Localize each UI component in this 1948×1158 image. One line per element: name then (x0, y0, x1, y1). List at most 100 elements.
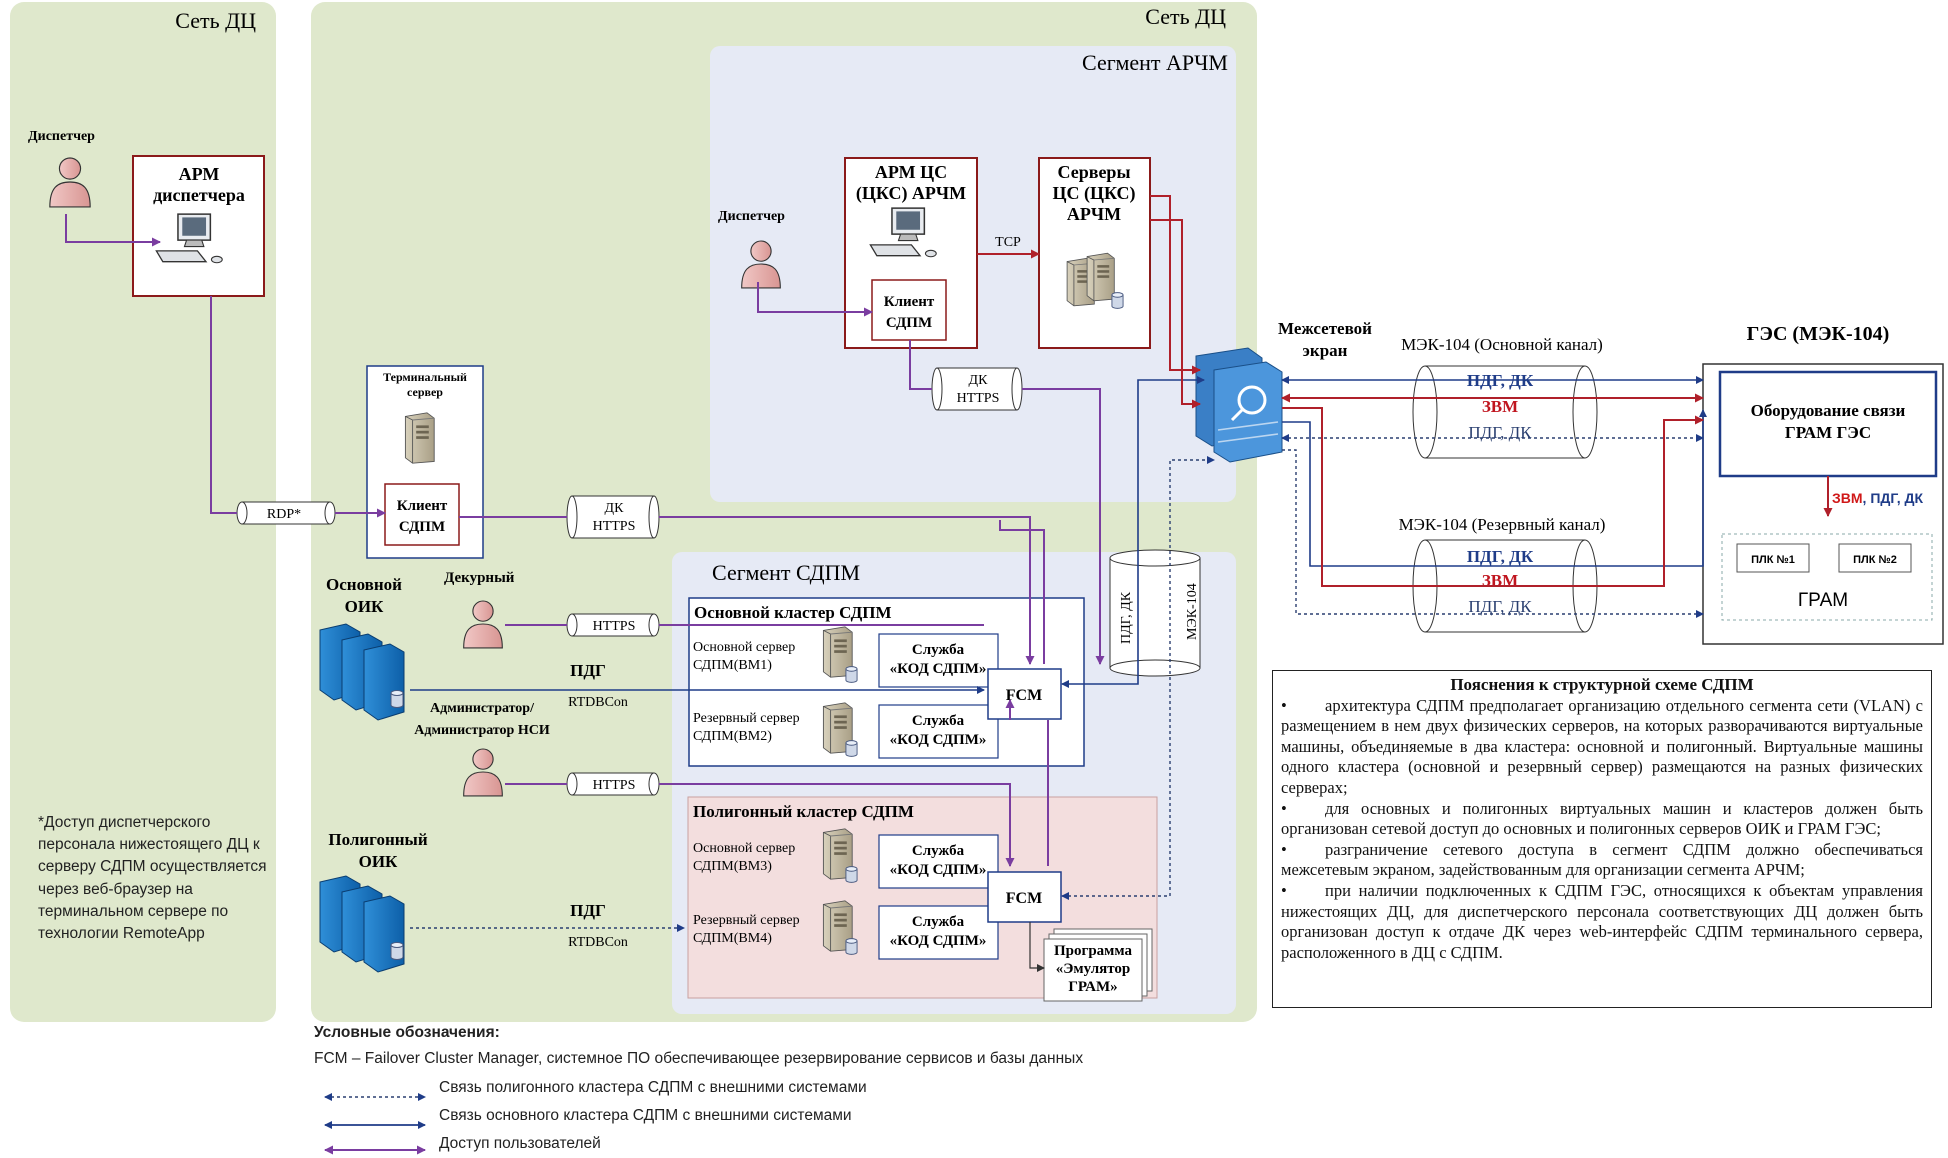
poly-srv2-label-2: СДПМ(ВМ4) (693, 931, 772, 946)
archm-dk-label: ДК (969, 373, 989, 388)
main-srv2-label-1: Резервный сервер (693, 711, 800, 726)
terminal-dk-label: ДК (605, 501, 625, 516)
main-service1-label-1: Служба (912, 642, 965, 658)
notes-item: •для основных и полигонных виртуальных м… (1281, 799, 1923, 840)
ges-equipment-label-2: ГРАМ ГЭС (1785, 423, 1871, 442)
duty-https-pipe (566, 613, 660, 637)
emulator-label-2: «Эмулятор (1056, 961, 1131, 977)
footnote: *Доступ диспетчерского персонала нижесто… (38, 814, 267, 943)
vpipe-iec104-label: МЭК-104 (1185, 583, 1200, 640)
terminal-server-icon (404, 412, 435, 464)
legend-row: Доступ пользователей (439, 1135, 601, 1152)
poly-fcm-label: FCM (1006, 890, 1042, 907)
firewall-label-2: экран (1303, 341, 1348, 360)
res-channel-poly: ПДГ, ДК (1468, 597, 1532, 616)
rdp-label: RDP* (267, 507, 301, 522)
emulator-link (1029, 922, 1045, 972)
bullet-icon: • (1281, 839, 1287, 859)
bullet-icon: • (1281, 880, 1287, 900)
notes-title: Пояснения к структурной схеме СДПМ (1450, 675, 1754, 694)
main-oik-db-icon (390, 690, 404, 708)
archm-db-icon (1111, 292, 1124, 309)
sdpm-segment-title: Сегмент СДПМ (712, 560, 860, 585)
poly-srv2-db-icon (845, 938, 858, 955)
main-fcm-box (987, 668, 1062, 720)
duty-https-label: HTTPS (593, 619, 636, 634)
main-service1-label-2: «КОД СДПМ» (890, 661, 987, 677)
ges-zvm: ЗВМ (1832, 490, 1863, 506)
firewall-label-1: Межсетевой (1278, 319, 1372, 338)
notes-item: •разграничение сетевого доступа в сегмен… (1281, 840, 1923, 881)
archm-servers-box (1038, 157, 1151, 349)
res-channel-zvm: ЗВМ (1482, 571, 1518, 590)
main-channel-zvm: ЗВМ (1482, 397, 1518, 416)
terminal-client-box (384, 483, 460, 546)
left-zone-title: Сеть ДЦ (175, 8, 256, 33)
emulator-box (1043, 928, 1153, 1002)
plk1-box (1736, 543, 1810, 573)
archm-server-icon-2 (1086, 252, 1115, 302)
main-cluster-title: Основной кластер СДПМ (694, 603, 892, 622)
emulator-label-3: ГРАМ» (1068, 979, 1117, 995)
poly-oik-label-1: Полигонный (328, 830, 427, 849)
arm-cs-title-2: (ЦКС) АРЧМ (856, 183, 966, 204)
arm-dispatcher-title-1: АРМ (179, 164, 220, 184)
duty-label: Декурный (444, 570, 515, 586)
arm-cs-title-1: АРМ ЦС (875, 162, 947, 182)
main-service1-box (878, 633, 999, 688)
archm-servers-title-1: Серверы (1058, 162, 1131, 182)
main-srv2-db-icon (845, 740, 858, 757)
ges-equipment-label-1: Оборудование связи (1751, 401, 1906, 420)
poly-oik-label-2: ОИК (359, 852, 398, 871)
legend-row: Связь основного кластера СДПМ с внешними… (439, 1107, 852, 1124)
firewall-icon (1195, 347, 1283, 463)
legend: Условные обозначения: FCM – Failover Clu… (314, 1024, 1083, 1158)
terminal-https-label: HTTPS (593, 519, 636, 534)
poly-srv2-label-1: Резервный сервер (693, 913, 800, 928)
terminal-dk-https-pipe (566, 495, 660, 539)
notes-item: •архитектура СДПМ предполагает организац… (1281, 696, 1923, 799)
archm-client-label-2: СДПМ (886, 315, 932, 331)
poly-cluster-title: Полигонный кластер СДПМ (693, 802, 914, 821)
bullet-icon: • (1281, 695, 1287, 715)
gram-label: ГРАМ (1798, 590, 1848, 611)
admin-label-2: Администратор НСИ (414, 723, 550, 738)
main-srv1-label-1: Основной сервер (693, 640, 795, 655)
left-dispatcher-label: Диспетчер (28, 129, 95, 144)
main-service2-box (878, 704, 999, 759)
notes-box: Пояснения к структурной схеме СДПМ •архи… (1272, 670, 1932, 1008)
poly-oik-db-icon (390, 942, 404, 960)
archm-servers-title-3: АРЧМ (1067, 204, 1121, 224)
zvm-links (1150, 195, 1704, 587)
main-oik-label-2: ОИК (345, 597, 384, 616)
arm-dispatcher-title-2: диспетчера (153, 185, 245, 205)
main-srv1-db-icon (845, 666, 858, 683)
main-service2-label-1: Служба (912, 713, 965, 729)
ges-title: ГЭС (МЭК-104) (1747, 323, 1890, 345)
main-channel-title: МЭК-104 (Основной канал) (1401, 335, 1603, 354)
ges-equipment-box (1718, 370, 1938, 478)
admin-https-label: HTTPS (593, 778, 636, 793)
rdp-pipe (236, 501, 336, 525)
res-channel-title: МЭК-104 (Резервный канал) (1399, 515, 1606, 534)
main-oik-rack-icon (319, 623, 405, 721)
notes-item-text: при наличии подключенных к СДПМ ГЭС, отн… (1281, 880, 1923, 962)
archm-segment-title: Сегмент АРЧМ (1082, 50, 1228, 75)
admin-label-1: Администратор/ (430, 701, 535, 716)
archm-client-label-1: Клиент (884, 294, 935, 310)
poly-service2-label-1: Служба (912, 914, 965, 930)
poly-srv1-label-2: СДПМ(ВМ3) (693, 859, 772, 874)
archm-servers-title-2: ЦС (ЦКС) (1052, 183, 1135, 204)
main-srv1-label-2: СДПМ(ВМ1) (693, 658, 772, 673)
poly-cluster-links (410, 434, 1704, 932)
poly-srv1-db-icon (845, 866, 858, 883)
ges-flow-label: ЗВМ, ПДГ, ДК (1832, 490, 1923, 506)
archm-client-box (871, 279, 947, 341)
notes-item-text: разграничение сетевого доступа в сегмент… (1281, 839, 1923, 880)
tcp-label: TCP (995, 235, 1021, 250)
main-oik-label-1: Основной (326, 575, 402, 594)
plk2-box (1838, 543, 1912, 573)
plk2-label: ПЛК №2 (1853, 554, 1897, 566)
main-service2-label-2: «КОД СДПМ» (890, 732, 987, 748)
main-channel-poly: ПДГ, ДК (1468, 423, 1532, 442)
